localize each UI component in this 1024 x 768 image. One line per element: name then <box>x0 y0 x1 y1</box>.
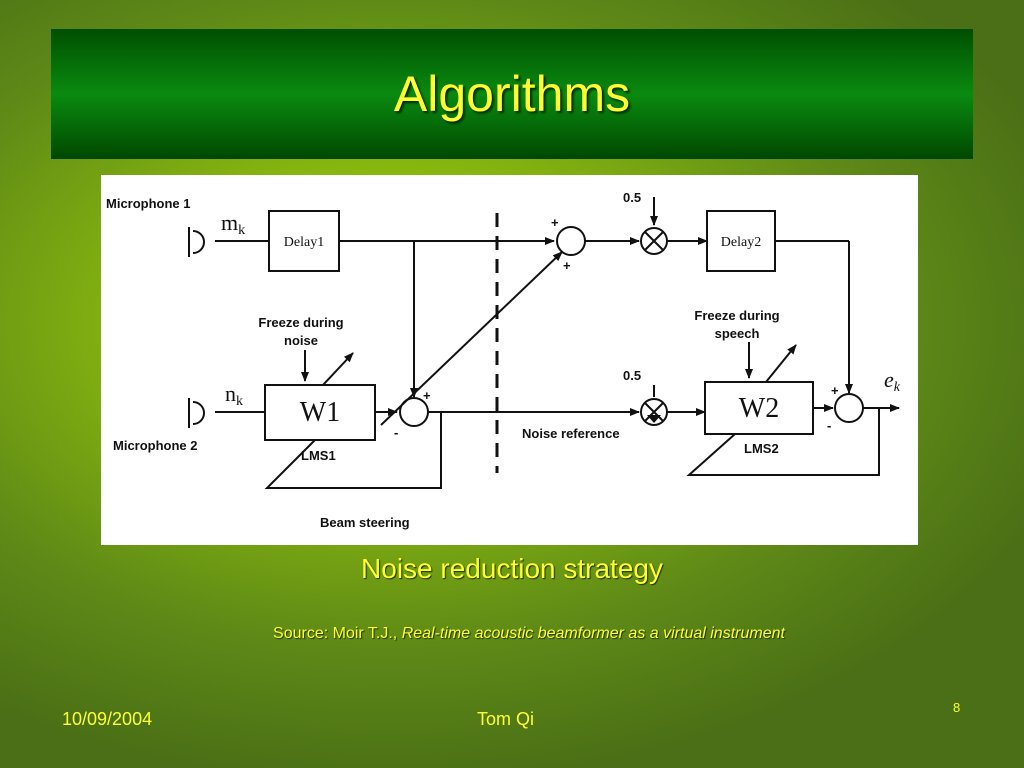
block-diagram: Microphone 1 Microphone 2 mk nk ek Delay… <box>101 175 918 545</box>
mic2-capsule <box>192 401 205 425</box>
sign-w1-minus: - <box>394 425 398 440</box>
mic1-label: Microphone 1 <box>106 196 191 211</box>
sign-w1-plus: + <box>423 388 431 403</box>
mk-label: mk <box>221 210 245 238</box>
slide-title: Algorithms <box>393 66 631 122</box>
sign-out-plus: + <box>831 383 839 398</box>
noise-reduction-diagram: Microphone 1 Microphone 2 mk nk ek Delay… <box>106 190 901 530</box>
sign-top-plus1: + <box>551 215 559 230</box>
lms2-label: LMS2 <box>744 441 779 456</box>
freeze-speech-line1: Freeze during <box>694 308 779 323</box>
lms1-label: LMS1 <box>301 448 336 463</box>
gain-bottom-label: 0.5 <box>623 368 641 383</box>
w1-adapt-arrow <box>322 352 354 386</box>
w1-label: W1 <box>300 397 340 428</box>
source-prefix: Source: Moir T.J., <box>273 625 402 642</box>
gain-top-label: 0.5 <box>623 190 641 205</box>
gain-bottom-arrowhead <box>647 415 661 423</box>
w2-label: W2 <box>739 393 779 424</box>
slide-number: 8 <box>953 700 961 715</box>
footer-author: Tom Qi <box>477 709 535 729</box>
beam-steering-label: Beam steering <box>320 515 410 530</box>
sum-junction-top <box>556 226 586 256</box>
nk-label: nk <box>225 381 243 409</box>
footer-date: 10/09/2004 <box>62 709 153 729</box>
source-title: Real-time acoustic beamformer as a virtu… <box>401 625 785 642</box>
beam-steering-path <box>380 251 563 426</box>
sign-out-minus: - <box>827 418 831 433</box>
freeze-noise-line1: Freeze during <box>258 315 343 330</box>
freeze-speech-line2: speech <box>715 326 760 341</box>
sum-junction-output <box>834 393 864 423</box>
lms1-feedback <box>264 412 442 489</box>
title-bar: Algorithms <box>51 29 973 159</box>
w2-adapt-arrow <box>765 344 797 383</box>
lms2-feedback <box>686 408 880 476</box>
freeze-noise-line2: noise <box>284 333 318 348</box>
source-citation: Source: Moir T.J., Real-time acoustic be… <box>0 625 1024 643</box>
figure-caption: Noise reduction strategy <box>361 553 663 584</box>
ek-label: ek <box>884 367 901 395</box>
noise-reference-label: Noise reference <box>522 426 620 441</box>
mic1-capsule <box>192 230 205 254</box>
sign-top-plus2: + <box>563 258 571 273</box>
delay1-label: Delay1 <box>284 235 324 250</box>
mic2-label: Microphone 2 <box>113 438 198 453</box>
delay2-label: Delay2 <box>721 235 761 250</box>
